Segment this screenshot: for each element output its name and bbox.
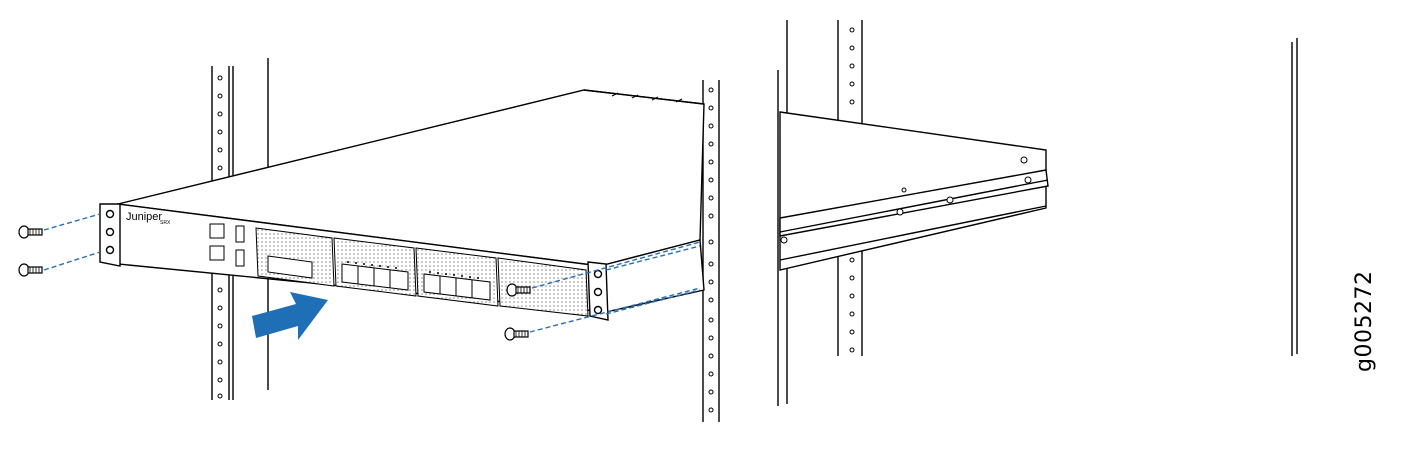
right-mounting-ear <box>587 261 609 321</box>
screw-left-lower <box>18 263 43 277</box>
screw-right-upper <box>506 283 531 297</box>
right-rack-front-post <box>1291 38 1298 356</box>
left-mounting-ear <box>99 203 121 267</box>
screw-left-upper <box>18 225 43 239</box>
model-label: SRX <box>160 220 171 226</box>
port-blocks <box>267 255 491 301</box>
figure-id-label: g005272 <box>1352 270 1377 372</box>
left-rack-front-holes <box>708 87 714 413</box>
right-rack-rear-holes <box>849 27 855 353</box>
screw-right-lower <box>504 327 529 341</box>
mgmt-ports <box>209 223 245 267</box>
installed-chassis <box>779 111 1049 271</box>
brand-logo: Juniper <box>126 211 162 223</box>
left-rack-front-post <box>702 80 720 422</box>
alignment-lines <box>43 213 701 333</box>
rail-screws <box>780 156 1032 244</box>
insert-arrow-icon <box>252 292 328 340</box>
status-leds <box>347 261 479 279</box>
